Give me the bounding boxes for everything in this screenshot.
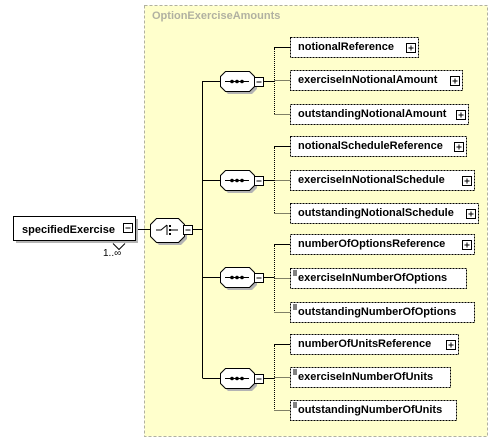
root-element-label: specifiedExercise (22, 224, 115, 236)
root-multiplicity: 1..∞ (103, 248, 122, 259)
expand-icon[interactable] (450, 76, 460, 86)
element-box[interactable] (290, 234, 475, 255)
sequence-dot (235, 178, 239, 183)
sequence-dot (230, 275, 234, 280)
expand-icon[interactable] (462, 176, 472, 186)
simple-type-icon (293, 402, 297, 408)
sequence-dot (230, 79, 234, 84)
root-element-box[interactable] (13, 216, 136, 241)
expand-icon[interactable] (462, 240, 472, 250)
sequence-dot (235, 275, 239, 280)
element-label: exerciseInNotionalSchedule (298, 174, 445, 186)
element-label: notionalScheduleReference (298, 140, 443, 152)
sequence-dot (240, 275, 244, 280)
sequence-dot (240, 178, 244, 183)
element-box[interactable] (290, 268, 467, 289)
sequence-dot (230, 376, 234, 381)
element-label: outstandingNotionalAmount (298, 108, 447, 120)
root-collapse-icon[interactable] (123, 223, 133, 233)
sequence-dot (240, 79, 244, 84)
simple-type-icon (293, 270, 297, 276)
element-label: outstandingNumberOfUnits (298, 404, 443, 416)
element-label: outstandingNotionalSchedule (298, 207, 454, 219)
element-box[interactable] (290, 400, 457, 421)
sequence-dot (235, 79, 239, 84)
element-box[interactable] (290, 170, 475, 191)
choice-icon (156, 224, 178, 235)
element-box[interactable] (290, 37, 419, 58)
sequence-collapse-icon[interactable] (254, 176, 264, 186)
simple-type-icon (293, 304, 297, 310)
element-label: outstandingNumberOfOptions (298, 306, 457, 318)
element-label: numberOfOptionsReference (298, 238, 446, 250)
expand-icon[interactable] (466, 209, 476, 219)
sequence-dot (235, 376, 239, 381)
element-label: numberOfUnitsReference (298, 338, 432, 350)
element-label: notionalReference (298, 41, 394, 53)
element-box[interactable] (290, 367, 451, 388)
expand-icon[interactable] (446, 340, 456, 350)
multiplicity-marker (112, 243, 126, 251)
expand-icon[interactable] (456, 110, 466, 120)
element-box[interactable] (290, 302, 475, 323)
element-box[interactable] (290, 334, 459, 355)
element-label: exerciseInNumberOfOptions (298, 272, 448, 284)
expand-icon[interactable] (454, 142, 464, 152)
element-box[interactable] (290, 104, 469, 125)
simple-type-icon (293, 369, 297, 375)
element-box[interactable] (290, 136, 467, 157)
element-label: exerciseInNumberOfUnits (298, 371, 434, 383)
sequence-collapse-icon[interactable] (254, 77, 264, 87)
sequence-dot (230, 178, 234, 183)
group-title: OptionExerciseAmounts (152, 10, 281, 22)
element-label: exerciseInNotionalAmount (298, 74, 438, 86)
sequence-collapse-icon[interactable] (254, 374, 264, 384)
sequence-dot (240, 376, 244, 381)
element-box[interactable] (290, 203, 479, 224)
element-box[interactable] (290, 70, 463, 91)
sequence-collapse-icon[interactable] (254, 273, 264, 283)
expand-icon[interactable] (406, 43, 416, 53)
root-choice-collapse-icon[interactable] (183, 225, 193, 235)
